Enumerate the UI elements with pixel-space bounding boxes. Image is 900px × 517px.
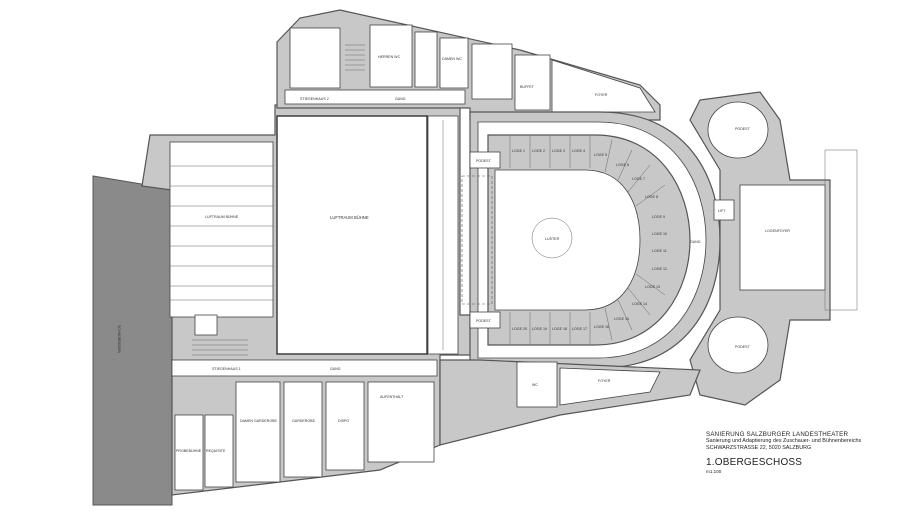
project-description: Sanierung und Adaptierung des Zuschauer-… xyxy=(706,438,862,444)
loge-1-label: LOGE 1 xyxy=(512,149,525,153)
foyer-bottom-label: FOYER xyxy=(598,379,611,383)
stiegenhaus-1-label: STIEGENHAUS 1 xyxy=(212,367,241,371)
dispo-label: DISPO xyxy=(338,419,349,423)
loge-9-label: LOGE 9 xyxy=(652,215,665,219)
lift-label: LIFT xyxy=(718,209,726,213)
side-luftraum-lines xyxy=(170,165,273,301)
stair-bottom-right xyxy=(707,316,769,374)
room-requisite xyxy=(204,414,234,488)
loge-11-label: LOGE 11 xyxy=(652,249,667,253)
loge-8-label: LOGE 8 xyxy=(645,195,658,199)
project-title: SANIERUNG SALZBURGER LANDESTHEATER xyxy=(706,431,849,438)
room-probebuehne xyxy=(174,414,204,491)
gang-top-label: GANG xyxy=(395,97,406,101)
auditorium-floor xyxy=(494,169,641,311)
main-luftraum-label: LUFTRAUM BÜHNE xyxy=(330,215,369,220)
loge-5-label: LOGE 5 xyxy=(594,153,607,157)
loge-2-label: LOGE 2 xyxy=(532,149,545,153)
loge-19-label: LOGE 19 xyxy=(532,327,547,331)
podest-4-label: PODEST xyxy=(735,345,751,349)
stair-2 xyxy=(345,44,365,71)
chandelier-label: LUSTER xyxy=(545,237,560,241)
left-block-label: SCHNÜRBODEN xyxy=(117,325,121,354)
lift-shaft-left xyxy=(194,314,218,336)
buffet-label: BUFFET xyxy=(520,85,535,89)
title-block: SANIERUNG SALZBURGER LANDESTHEATER Sanie… xyxy=(706,431,896,474)
gang-bottom xyxy=(171,359,438,377)
gang-bottom-label: GANG xyxy=(330,367,341,371)
foyer-top-label: FOYER xyxy=(595,93,608,97)
lift-room xyxy=(713,199,735,221)
loge-10-label: LOGE 10 xyxy=(652,232,667,236)
probebuehne-label: PROBEBÜHNE xyxy=(176,449,202,453)
herren-wc-room xyxy=(369,24,413,88)
left-dark-block xyxy=(92,175,173,506)
loge-15-label: LOGE 15 xyxy=(614,317,629,321)
gang-ring-label: GANG xyxy=(690,240,701,244)
damengarderobe-label: DAMEN GARDEROBE xyxy=(240,419,278,423)
wc-bottom-label: WC xyxy=(532,383,538,387)
top-room-e xyxy=(471,43,513,100)
loge-18-label: LOGE 18 xyxy=(552,327,567,331)
podest-3-label: PODEST xyxy=(735,127,751,131)
loge-20-label: LOGE 20 xyxy=(512,327,527,331)
loge-16-label: LOGE 16 xyxy=(594,325,609,329)
damen-wc-room xyxy=(439,37,469,89)
stair-top-right xyxy=(707,101,769,159)
aufenthalt-label: AUFENTHALT xyxy=(380,395,404,399)
loge-17-label: LOGE 17 xyxy=(572,327,587,331)
side-luftraum xyxy=(169,141,274,318)
podest-top-box xyxy=(469,151,501,169)
terrace-outline xyxy=(824,149,858,311)
loge-4-label: LOGE 4 xyxy=(572,149,585,153)
room-aufenthalt xyxy=(367,381,435,463)
loge-6-label: LOGE 6 xyxy=(616,163,629,167)
top-room-c xyxy=(414,31,438,88)
loge-3-label: LOGE 3 xyxy=(552,149,565,153)
room-damengarderobe xyxy=(235,381,281,483)
buffet-room xyxy=(514,54,551,111)
project-address: SCHWARZSTRASSE 22, 5020 SALZBURG xyxy=(706,445,812,451)
gang-top xyxy=(284,89,466,105)
podest-bottom-box xyxy=(469,311,501,329)
loge-14-label: LOGE 14 xyxy=(632,302,647,306)
loge-13-label: LOGE 13 xyxy=(645,285,660,289)
foyer-top-room xyxy=(551,59,656,113)
requisite-label: REQUISITE xyxy=(206,449,226,453)
loge-bottom-arc xyxy=(509,273,666,345)
herren-wc-label: HERREN WC xyxy=(378,55,401,59)
podest-2-label: PODEST xyxy=(476,319,492,323)
main-luftraum xyxy=(276,115,428,355)
damen-wc-label: DAMEN WC xyxy=(442,57,462,61)
proscenium-dashed xyxy=(461,175,493,305)
side-luftraum-label: LUFTRAUM BÜHNE xyxy=(205,215,239,219)
logenfoyer-room xyxy=(739,184,826,291)
loge-top-arc xyxy=(509,135,666,207)
room-garderobe xyxy=(283,381,323,478)
foyer-bottom-room xyxy=(559,367,661,406)
stiegenhaus-2-label: STIEGENHAUS 2 xyxy=(300,97,329,101)
loge-7-label: LOGE 7 xyxy=(632,177,645,181)
podest-1-label: PODEST xyxy=(476,159,492,163)
floor-name: 1.OBERGESCHOSS xyxy=(706,457,803,468)
logenfoyer-label: LOGENFOYER xyxy=(765,229,790,233)
wc-bottom xyxy=(516,361,558,408)
scale-label: m1:100 xyxy=(706,469,722,474)
stair-1 xyxy=(192,339,248,356)
garderobe-label: GARDEROBE xyxy=(292,419,316,423)
top-room-a xyxy=(289,27,341,89)
room-dispo xyxy=(325,381,365,471)
chandelier xyxy=(531,217,573,259)
loge-12-label: LOGE 12 xyxy=(652,267,667,271)
